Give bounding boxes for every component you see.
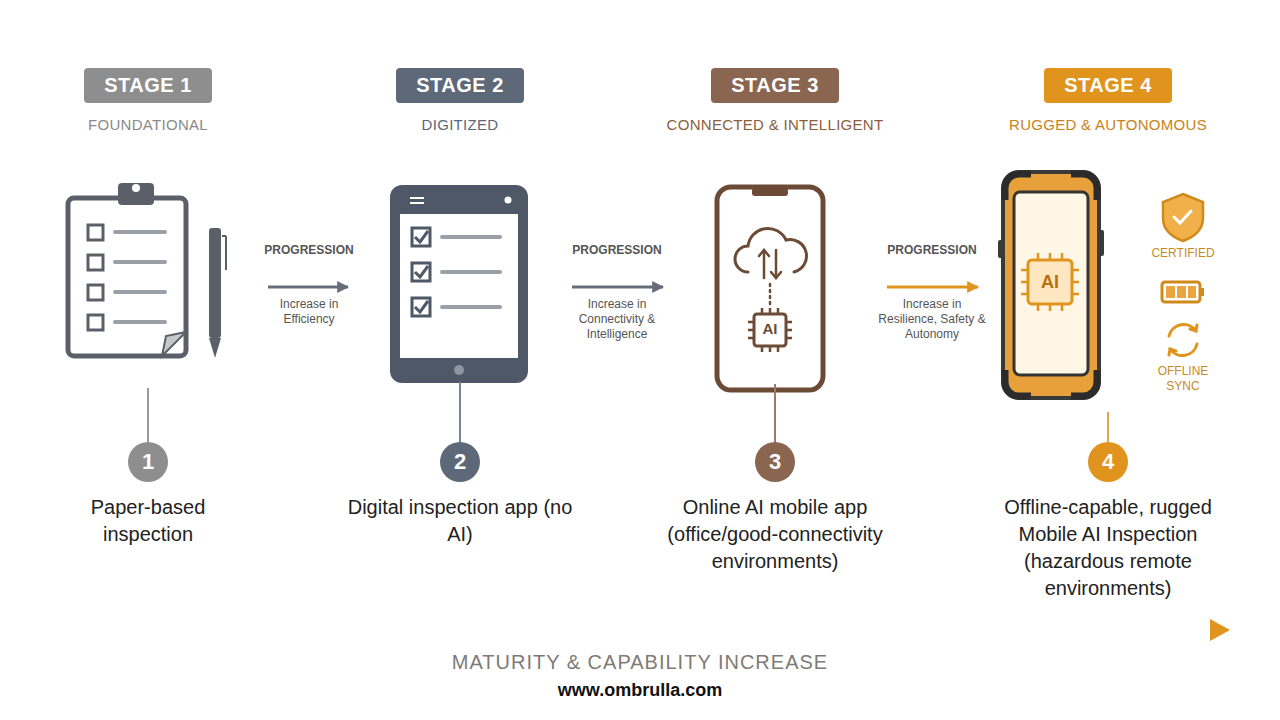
- certified-shield-icon: [1163, 194, 1203, 241]
- progression-note: Increase in Connectivity & Intelligence: [567, 297, 667, 342]
- progression-arrow: [268, 286, 348, 289]
- stage-circle-fill: [978, 152, 1238, 412]
- stage-subtitle: DIGITIZED: [348, 116, 572, 133]
- stage-label: STAGE 4: [1064, 74, 1152, 97]
- stage-circle-shape: [663, 160, 887, 384]
- stage-description: Offline-capable, rugged Mobile AI Inspec…: [983, 494, 1233, 602]
- step-number: 1Paper-based inspection: [128, 442, 168, 482]
- stage-description: Paper-based inspection: [73, 494, 223, 548]
- stage-subtitle: RUGGED & AUTONOMOUS: [978, 116, 1238, 133]
- step-number-text: 2: [440, 442, 480, 482]
- stage-tick-line: [147, 388, 149, 442]
- stage-badge: STAGE 1: [84, 68, 212, 103]
- website-url: www.ombrulla.com: [558, 679, 722, 702]
- stage-badge: STAGE 2: [396, 68, 524, 103]
- stage-label: STAGE 1: [104, 74, 192, 97]
- step-number: 2Digital inspection app (no AI): [440, 442, 480, 482]
- stage-subtitle: FOUNDATIONAL: [28, 116, 268, 133]
- progression-arrow: [572, 286, 663, 289]
- stage-circle: FOUNDATIONAL: [28, 148, 268, 388]
- step-number-text: 4: [1088, 442, 1128, 482]
- step-number: 4Offline-capable, rugged Mobile AI Inspe…: [1088, 442, 1128, 482]
- stage-description: Online AI mobile app (office/good-connec…: [635, 494, 915, 575]
- maturity-arrow: [55, 619, 1230, 641]
- stage-circle: DIGITIZED: [348, 158, 572, 382]
- step-number-text: 3: [755, 442, 795, 482]
- edge-label: PROGRESSION: [572, 243, 661, 258]
- feature-label: CERTIFIED: [1151, 246, 1214, 261]
- stage-badge: STAGE 3: [711, 68, 839, 103]
- step-number-text: 1: [128, 442, 168, 482]
- battery-icon: [1162, 282, 1204, 302]
- stage-circle: CONNECTED & INTELLIGENT: [663, 160, 887, 384]
- stage-circle-fill: [348, 158, 572, 382]
- stage-label: STAGE 3: [731, 74, 819, 97]
- stage-circle-shape: [348, 158, 572, 382]
- stage-subtitle: CONNECTED & INTELLIGENT: [663, 116, 887, 133]
- chip-label: AI: [763, 320, 778, 339]
- stage-tick-line: [459, 382, 461, 442]
- phone-icon: [717, 187, 823, 390]
- axis-label: MATURITY & CAPABILITY INCREASE: [452, 650, 828, 675]
- rugged-device-icon: [998, 172, 1104, 398]
- stage-circle-fill: [28, 148, 268, 388]
- stage-badge: STAGE 4: [1044, 68, 1172, 103]
- progression-note: Increase in Resilience, Safety & Autonom…: [876, 297, 988, 342]
- tablet-icon: [390, 185, 528, 383]
- stage-label: STAGE 2: [416, 74, 504, 97]
- stage-circle-shape: [28, 148, 268, 388]
- edge-label: PROGRESSION: [264, 243, 353, 258]
- feature-label: OFFLINE SYNC: [1148, 364, 1218, 394]
- progression-arrow: [887, 286, 978, 289]
- progression-note: Increase in Efficiency: [263, 297, 355, 327]
- stage-description: Digital inspection app (no AI): [340, 494, 580, 548]
- sync-icon: [1169, 324, 1197, 355]
- step-number: 3Online AI mobile app (office/good-conne…: [755, 442, 795, 482]
- clipboard-icon: [68, 183, 226, 358]
- edge-label: PROGRESSION: [887, 243, 976, 258]
- stage-tick-line: [774, 384, 776, 442]
- chip-label: AI: [1041, 271, 1059, 294]
- stage-tick-line: [1107, 412, 1109, 442]
- stage-circle-fill: [663, 160, 887, 384]
